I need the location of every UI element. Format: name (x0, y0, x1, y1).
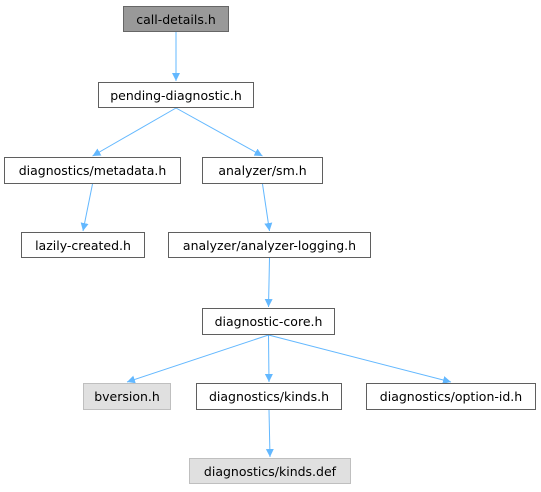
edge-analyzer_sm-to-analyzer_logging (262, 183, 273, 232)
edge-diagnostic_core-to-diag_option_id (268, 334, 452, 384)
node-call-details[interactable]: call-details.h (123, 6, 229, 32)
node-diag-metadata[interactable]: diagnostics/metadata.h (4, 157, 181, 184)
node-bversion: bversion.h (83, 383, 171, 410)
node-lazily-created[interactable]: lazily-created.h (21, 232, 145, 258)
node-diagnostic-core[interactable]: diagnostic-core.h (202, 308, 335, 335)
edge-diag_kinds-to-diag_kinds_def (265, 409, 274, 458)
node-analyzer-logging[interactable]: analyzer/analyzer-logging.h (168, 232, 371, 258)
edge-pending_diagnostic-to-diag_metadata (92, 107, 177, 157)
node-label: bversion.h (94, 389, 160, 404)
node-label: diagnostics/option-id.h (379, 389, 523, 404)
edge-analyzer_logging-to-diagnostic_core (264, 257, 273, 308)
node-label: diagnostics/metadata.h (18, 163, 167, 178)
node-label: diagnostic-core.h (214, 314, 323, 329)
node-label: diagnostics/kinds.def (203, 463, 337, 479)
node-label: call-details.h (136, 11, 216, 27)
node-pending-diagnostic[interactable]: pending-diagnostic.h (98, 82, 254, 108)
edge-diagnostic_core-to-diag_kinds (264, 334, 273, 383)
node-analyzer-sm[interactable]: analyzer/sm.h (202, 157, 323, 184)
node-diag-kinds[interactable]: diagnostics/kinds.h (196, 383, 342, 410)
edge-pending_diagnostic-to-analyzer_sm (175, 107, 263, 157)
node-label: analyzer/sm.h (218, 163, 307, 178)
node-diag-option-id[interactable]: diagnostics/option-id.h (366, 383, 536, 410)
node-diag-kinds-def: diagnostics/kinds.def (189, 458, 351, 484)
node-label: lazily-created.h (35, 237, 131, 253)
node-label: diagnostics/kinds.h (208, 389, 330, 404)
node-label: pending-diagnostic.h (110, 87, 242, 103)
edge-diagnostic_core-to-bversion (126, 334, 269, 384)
edge-diag_metadata-to-lazily_created (80, 183, 93, 232)
node-label: analyzer/analyzer-logging.h (182, 237, 357, 253)
